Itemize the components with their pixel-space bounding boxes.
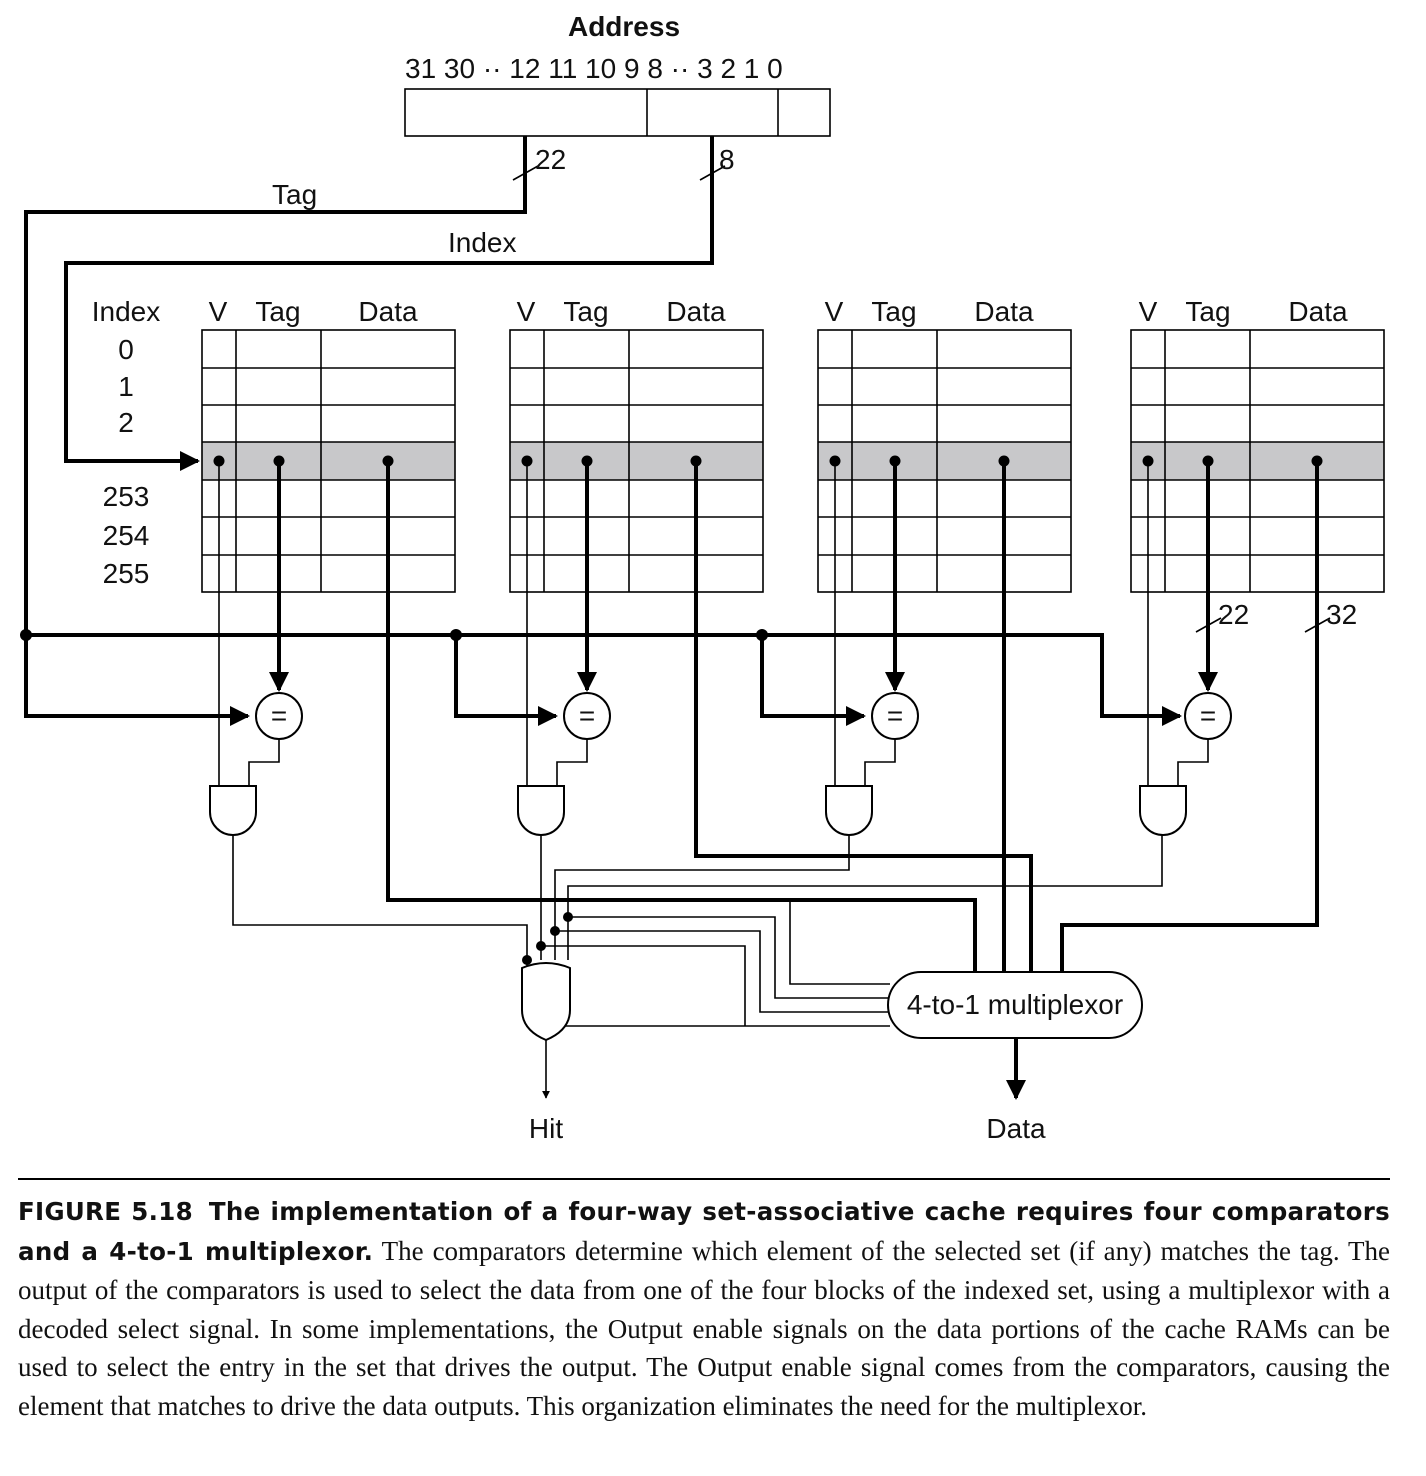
- cache-diagram: Address 31 30 ·· 12 11 10 9 8 ·· 3 2 1 0…: [20, 11, 1385, 1144]
- comparator-2-symbol: =: [887, 700, 903, 731]
- and-gate-0: [209, 461, 280, 836]
- way-3: V Tag Data: [1130, 296, 1385, 593]
- figure-title: The implementation of a four-way set-ass…: [18, 1197, 1390, 1266]
- tag-wire: 22 Tag: [24, 136, 566, 726]
- way-2: V Tag Data: [817, 296, 1072, 593]
- index-row-2: 2: [118, 407, 134, 438]
- tag-bus: [20, 629, 1182, 726]
- index-row-254: 254: [103, 520, 150, 551]
- multiplexor: 4-to-1 multiplexor Data: [887, 971, 1143, 1144]
- index-width-label: 8: [719, 144, 735, 175]
- comparator-3-symbol: =: [1200, 700, 1216, 731]
- comparator-2: =: [871, 692, 919, 740]
- index-wire: 8 Index: [64, 136, 735, 471]
- and-gate-1: [517, 461, 588, 836]
- way-3-v-header: V: [1139, 296, 1158, 327]
- index-header: Index: [92, 296, 161, 327]
- way-3-data-header: Data: [1288, 296, 1348, 327]
- way-1: V Tag Data: [509, 296, 764, 593]
- comparator-1-symbol: =: [579, 700, 595, 731]
- mux-label: 4-to-1 multiplexor: [907, 989, 1123, 1020]
- way-1-v-header: V: [517, 296, 536, 327]
- comparator-0-symbol: =: [271, 700, 287, 731]
- hit-output-label: Hit: [529, 1113, 563, 1144]
- index-wire-label: Index: [448, 227, 517, 258]
- caption-divider: [18, 1178, 1390, 1180]
- tag-wire-label: Tag: [272, 179, 317, 210]
- figure-body: The comparators determine which element …: [18, 1235, 1391, 1421]
- data-bus-width-label: 32: [1326, 599, 1357, 630]
- index-row-255: 255: [103, 558, 150, 589]
- way-3-tag-header: Tag: [1185, 296, 1230, 327]
- data-lines: [386, 461, 1319, 972]
- way-0-data-header: Data: [358, 296, 418, 327]
- tag-width-label: 22: [535, 144, 566, 175]
- figure-label: FIGURE 5.18: [18, 1197, 193, 1226]
- address-title: Address: [568, 11, 680, 42]
- and-gate-3: [1139, 461, 1209, 836]
- comparator-1: =: [563, 692, 611, 740]
- way-1-data-header: Data: [666, 296, 726, 327]
- figure-caption: FIGURE 5.18 The implementation of a four…: [18, 1192, 1390, 1425]
- way-0-v-header: V: [209, 296, 228, 327]
- address-register: Address 31 30 ·· 12 11 10 9 8 ·· 3 2 1 0: [404, 11, 831, 137]
- tag-bus-width-label: 22: [1218, 599, 1249, 630]
- way-2-tag-header: Tag: [871, 296, 916, 327]
- or-gate: Hit: [521, 962, 571, 1144]
- data-output-label: Data: [986, 1113, 1046, 1144]
- and-gate-2: [825, 461, 896, 836]
- index-row-253: 253: [103, 481, 150, 512]
- address-bit-labels: 31 30 ·· 12 11 10 9 8 ·· 3 2 1 0: [405, 53, 783, 84]
- comparator-3: =: [1184, 692, 1232, 740]
- way-0-tag-header: Tag: [255, 296, 300, 327]
- way-2-data-header: Data: [974, 296, 1034, 327]
- index-row-1: 1: [118, 371, 134, 402]
- index-row-0: 0: [118, 334, 134, 365]
- index-labels: Index 0 1 2 253 254 255: [92, 296, 161, 589]
- way-1-tag-header: Tag: [563, 296, 608, 327]
- way-0: V Tag Data: [201, 296, 456, 593]
- way-2-v-header: V: [825, 296, 844, 327]
- comparator-0: =: [255, 692, 303, 740]
